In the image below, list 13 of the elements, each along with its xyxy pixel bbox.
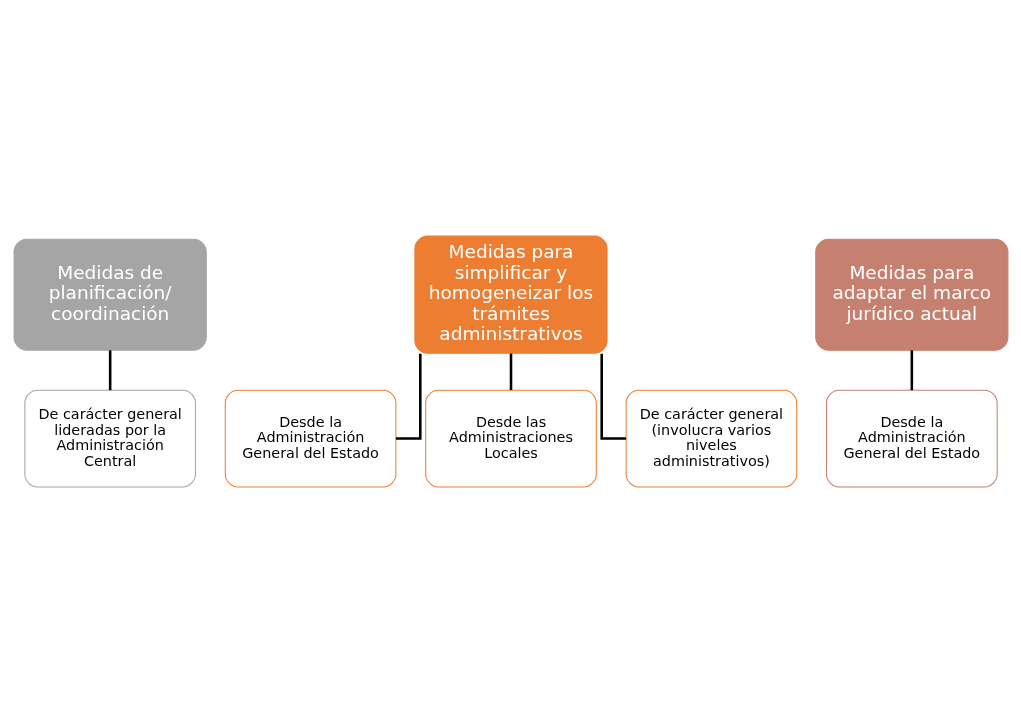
node-box: De carácter general lideradas por la Administración Central (23, 389, 196, 487)
connector (509, 353, 512, 390)
node-box: Desde las Administraciones Locales (424, 389, 597, 487)
connector (910, 349, 913, 390)
connector (395, 353, 422, 440)
node-box: De carácter general (involucra varios niveles administrativos) (625, 389, 797, 487)
node-box: Medidas para adaptar el marco jurídico actual (814, 238, 1008, 351)
connector (599, 353, 626, 440)
node-box: Desde la Administración General del Estado (224, 389, 396, 487)
connector (108, 349, 111, 390)
node-box: Medidas de planificación/ coordinación (13, 238, 207, 351)
node-box: Medidas para simplificar y homogeneizar los trámites administrativos (413, 235, 608, 354)
node-box: Desde la Administración General del Estado (825, 389, 998, 487)
